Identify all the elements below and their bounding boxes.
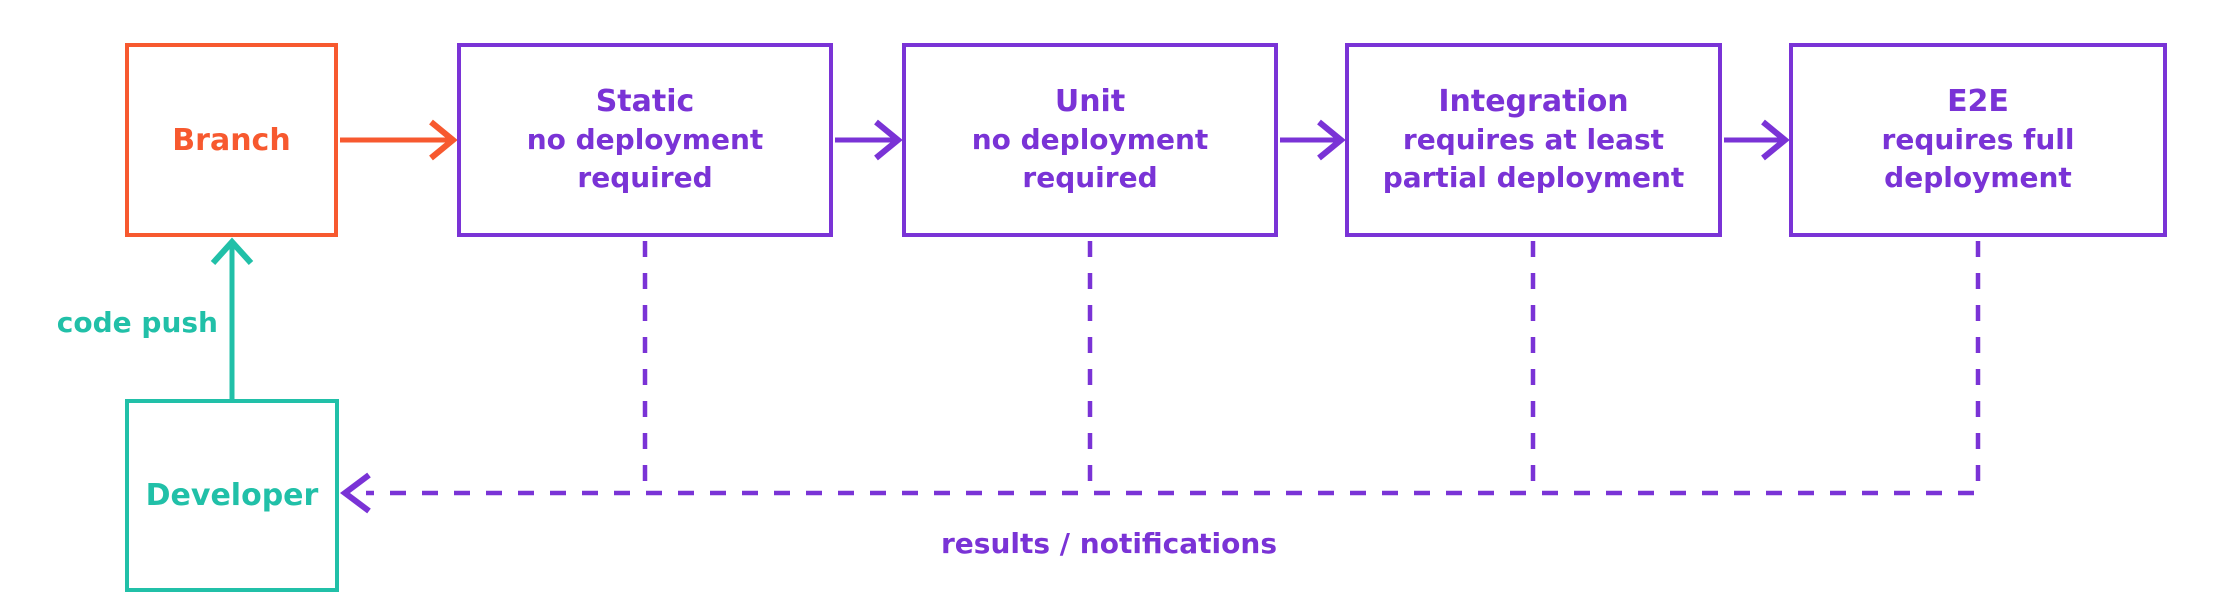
node-branch-label: Branch [172, 122, 291, 158]
node-developer: Developer [125, 399, 339, 592]
node-unit-line1: no deployment [971, 123, 1209, 156]
arrow-unit-to-integration-head [1317, 119, 1346, 161]
node-static: Static no deployment required [457, 43, 833, 237]
node-static-line1: no deployment [526, 123, 764, 156]
node-integration-title: Integration [1438, 84, 1629, 119]
dashed-results-line [366, 241, 1981, 496]
node-branch: Branch [125, 43, 338, 237]
arrow-branch-to-static-head [429, 119, 458, 161]
node-unit-title: Unit [1054, 84, 1126, 119]
node-integration-line1: requires at least [1402, 123, 1665, 156]
arrow-static-to-unit-head [874, 119, 903, 161]
node-integration: Integration requires at least partial de… [1345, 43, 1722, 237]
node-e2e-line2: deployment [1884, 161, 2072, 194]
node-e2e-line1: requires full [1881, 123, 2075, 156]
node-static-line2: required [577, 161, 713, 194]
node-e2e-title: E2E [1947, 84, 2009, 119]
code-push-label: code push [56, 306, 218, 339]
node-static-title: Static [595, 84, 695, 119]
node-e2e: E2E requires full deployment [1789, 43, 2167, 237]
results-notifications-label: results / notifications [941, 527, 1277, 560]
node-unit-line2: required [1022, 161, 1158, 194]
dashed-results-head [340, 472, 371, 514]
arrow-integration-to-e2e-head [1761, 119, 1790, 161]
arrow-code-push-head [210, 237, 254, 266]
node-integration-line2: partial deployment [1382, 161, 1685, 194]
node-unit: Unit no deployment required [902, 43, 1278, 237]
node-developer-label: Developer [145, 478, 319, 513]
